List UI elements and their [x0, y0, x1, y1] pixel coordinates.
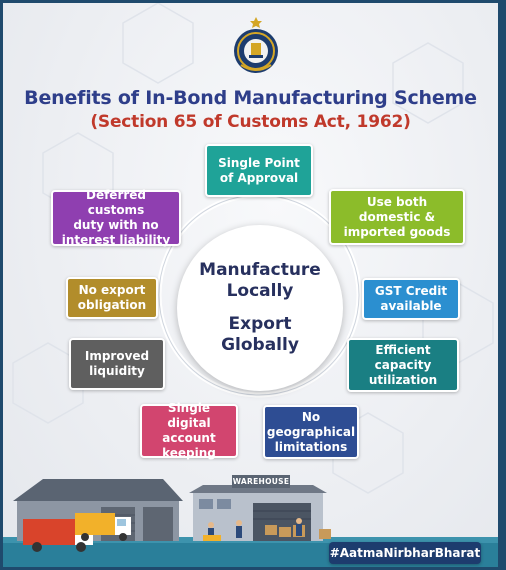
benefit-digital-account-keeping: Single digital account keeping	[140, 401, 238, 460]
center-line-locally: Locally	[226, 281, 294, 301]
worker-icon	[208, 518, 302, 540]
benefit-no-export-obligation: No export obligation	[66, 277, 158, 319]
yellow-truck-icon	[75, 513, 131, 541]
center-line-export: Export	[228, 314, 292, 334]
warehouse-sign: WAREHOUSE	[232, 475, 290, 488]
customs-emblem-icon	[234, 17, 278, 73]
benefit-gst-credit: GST Credit available	[362, 278, 460, 320]
center-line-globally: Globally	[221, 335, 299, 355]
benefit-domestic-imported-goods: Use both domestic & imported goods	[329, 189, 465, 245]
benefit-label: Single digital account keeping	[162, 401, 216, 460]
benefit-capacity-utilization: Efficient capacity utilization	[347, 338, 459, 392]
hashtag-badge: #AatmaNirbharBharat	[329, 542, 481, 564]
benefit-deferred-customs-duty: Deferred customs duty with no interest l…	[51, 188, 181, 247]
center-line-manufacture: Manufacture	[199, 260, 321, 280]
benefit-label: Efficient capacity utilization	[368, 342, 438, 387]
center-message: Manufacture Locally Export Globally	[177, 225, 343, 391]
benefit-no-geographical-limitations: No geographical limitations	[263, 405, 359, 459]
poster-title: Benefits of In-Bond Manufacturing Scheme	[24, 87, 477, 109]
warehouse-left-roof	[13, 479, 183, 501]
benefit-label: No export obligation	[77, 283, 147, 312]
benefit-label: Improved liquidity	[84, 349, 150, 378]
warehouse-right-roof	[189, 485, 327, 493]
poster-canvas: Benefits of In-Bond Manufacturing Scheme…	[3, 3, 498, 567]
benefit-label: Deferred customs duty with no interest l…	[61, 188, 171, 247]
benefit-label: No geographical limitations	[266, 409, 356, 454]
benefit-label: Use both domestic & imported goods	[343, 194, 451, 239]
benefit-improved-liquidity: Improved liquidity	[69, 338, 165, 390]
benefit-label: Single Point of Approval	[218, 155, 300, 185]
poster-subtitle: (Section 65 of Customs Act, 1962)	[90, 112, 411, 132]
benefit-label: GST Credit available	[374, 284, 448, 313]
benefit-single-point-approval: Single Point of Approval	[205, 144, 313, 197]
